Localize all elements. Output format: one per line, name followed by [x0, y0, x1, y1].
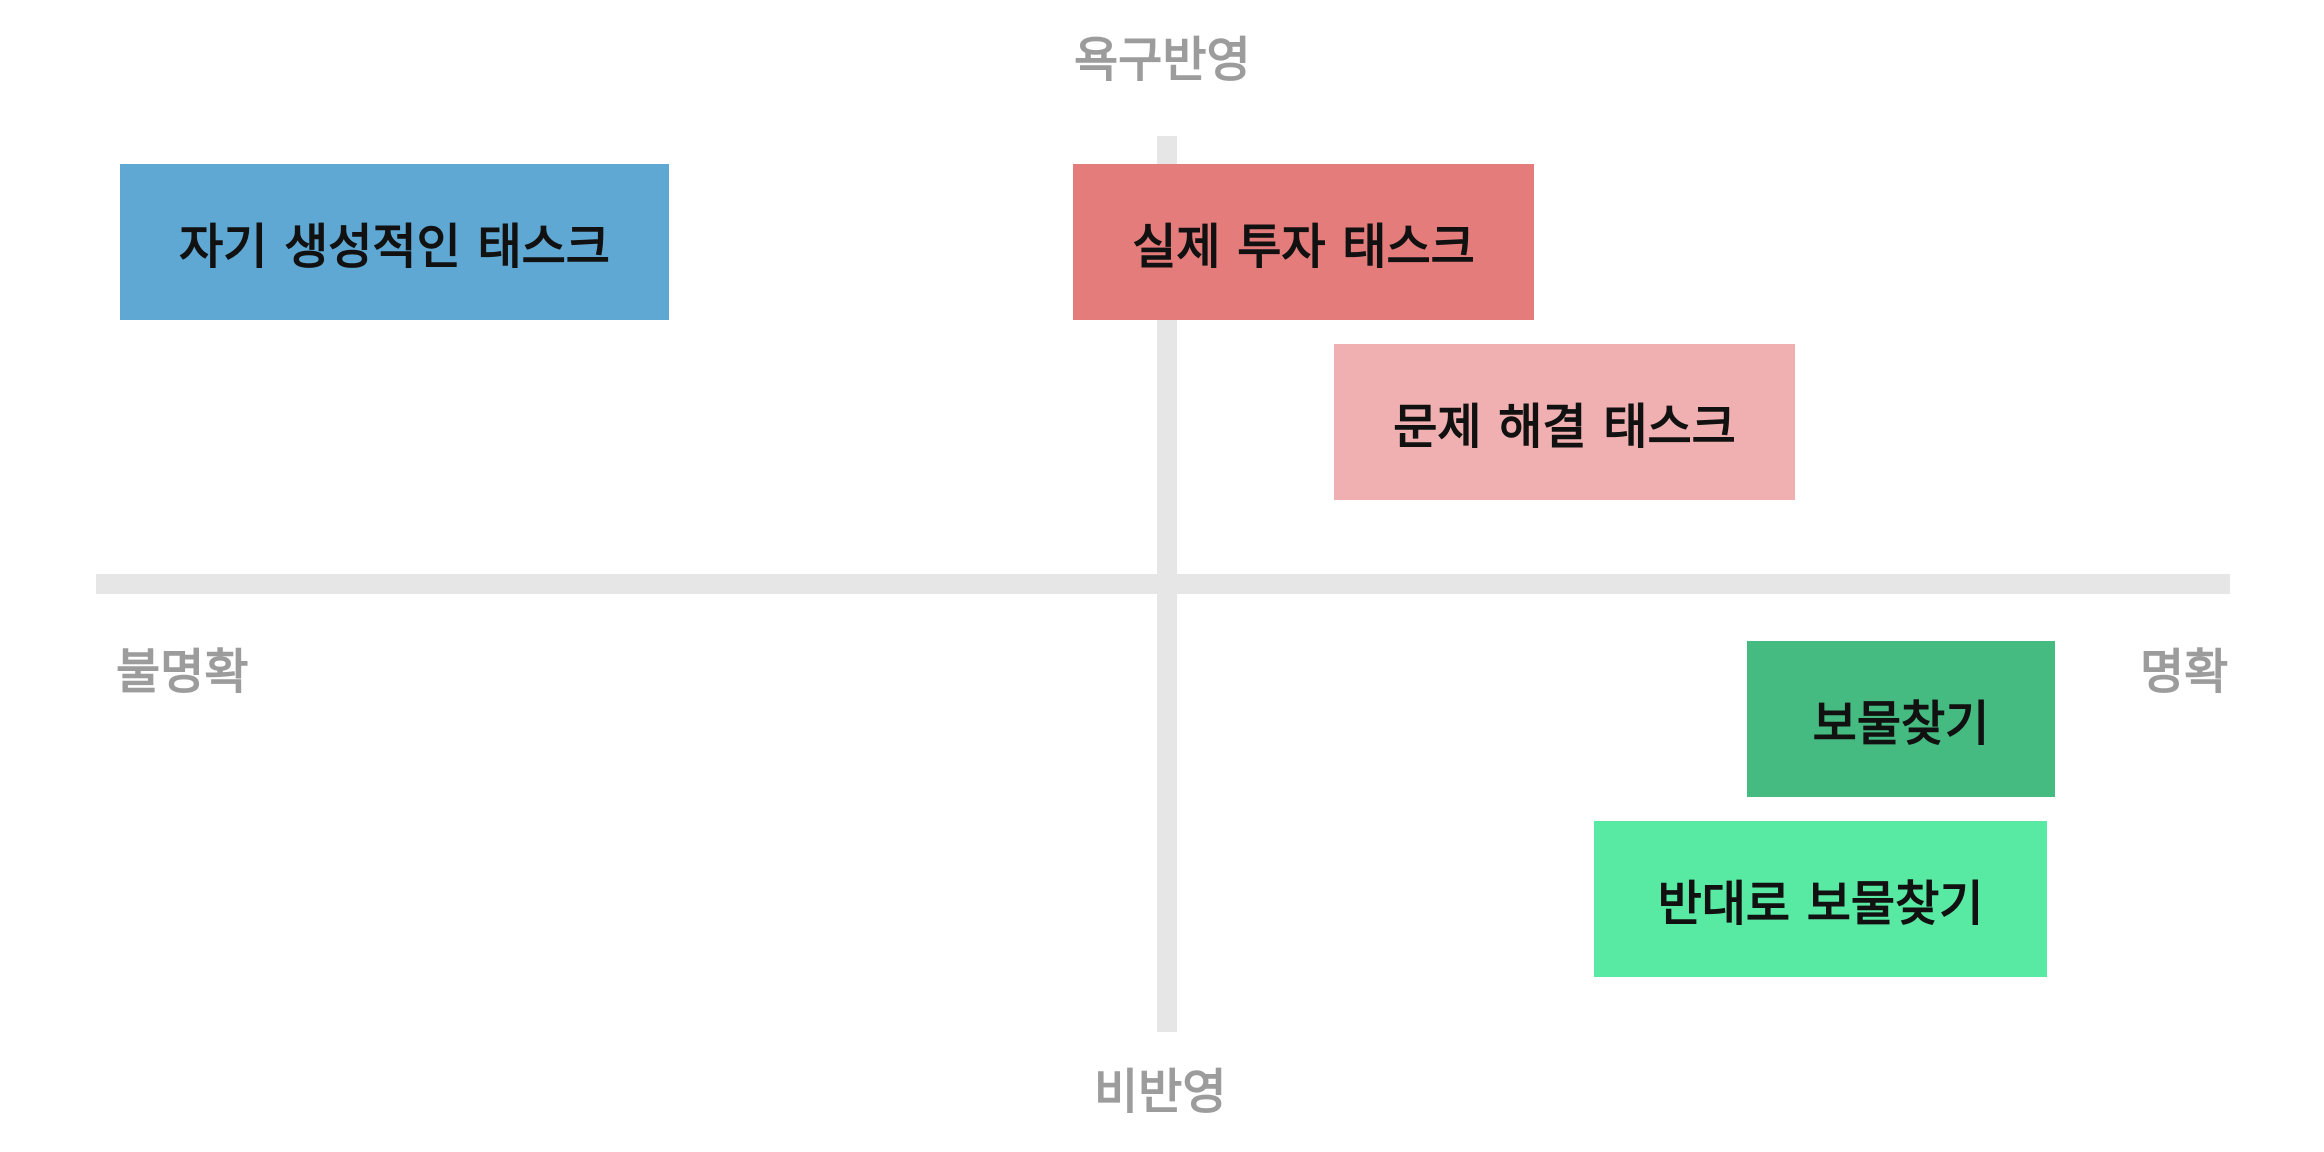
- task-box-self-generative: 자기 생성적인 태스크: [120, 164, 669, 320]
- axis-label-left: 불명확: [116, 644, 249, 700]
- task-box-problem-solving: 문제 해결 태스크: [1334, 344, 1795, 500]
- task-label: 실제 투자 태스크: [1132, 219, 1475, 275]
- task-label: 반대로 보물찾기: [1657, 876, 1984, 932]
- task-box-real-investment: 실제 투자 태스크: [1073, 164, 1534, 320]
- horizontal-axis-line: [96, 574, 2230, 594]
- task-label: 문제 해결 태스크: [1393, 399, 1736, 455]
- task-box-reverse-treasure-hunt: 반대로 보물찾기: [1594, 821, 2047, 977]
- task-label: 보물찾기: [1812, 696, 1990, 752]
- axis-label-bottom: 비반영: [1094, 1064, 1227, 1120]
- axis-label-top: 욕구반영: [1074, 32, 1251, 88]
- task-label: 자기 생성적인 태스크: [179, 219, 610, 275]
- task-box-treasure-hunt: 보물찾기: [1747, 641, 2055, 797]
- axis-label-right: 명확: [2140, 644, 2229, 700]
